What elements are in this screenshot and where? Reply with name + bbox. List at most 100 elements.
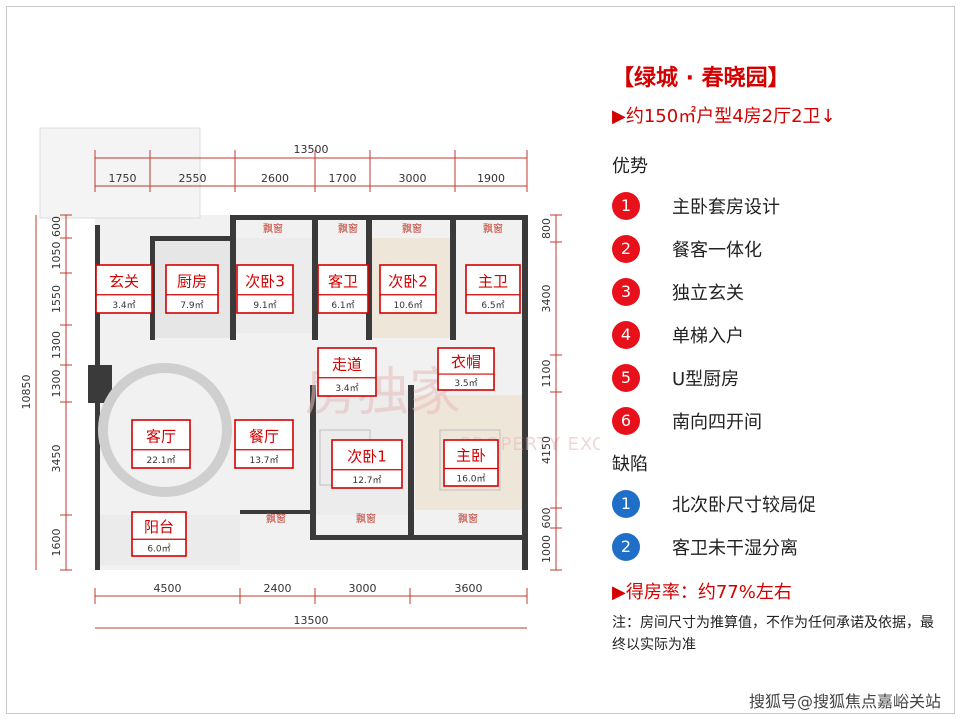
room-label-frame — [131, 511, 187, 557]
dimension-value: 1300 — [50, 370, 63, 398]
room-name: 餐厅 — [249, 428, 279, 446]
room-label-frame — [465, 264, 521, 314]
bay-window-label: 飘窗 — [266, 512, 286, 525]
defect-text: 北次卧尺寸较局促 — [672, 494, 816, 516]
defect-item: 2 客卫未干湿分离 — [612, 525, 952, 568]
room-label: 走道 3.4㎡ — [317, 347, 377, 397]
room-labels: 玄关3.4㎡厨房7.9㎡次卧39.1㎡客卫6.1㎡次卧210.6㎡主卫6.5㎡走… — [95, 264, 521, 557]
number-badge: 1 — [612, 191, 640, 220]
room-name: 次卧1 — [347, 448, 387, 466]
dimension-value: 1000 — [540, 535, 553, 563]
number-badge: 5 — [612, 363, 640, 392]
room-name: 客厅 — [146, 428, 176, 446]
wall — [310, 535, 528, 540]
defect-text: 客卫未干湿分离 — [672, 537, 798, 559]
room-name: 次卧2 — [388, 273, 428, 291]
number-badge: 3 — [612, 277, 640, 306]
room-name: 衣帽 — [451, 353, 481, 371]
dimension-value: 3000 — [349, 582, 377, 595]
room-label-frame — [234, 419, 294, 469]
room-area: 16.0㎡ — [456, 473, 485, 484]
room-label-frame — [131, 419, 191, 469]
room-area: 6.1㎡ — [331, 300, 354, 311]
number-badge: 2 — [612, 234, 640, 263]
number-badge: 2 — [612, 532, 640, 561]
room-name: 走道 — [332, 356, 362, 374]
room-area: 3.4㎡ — [335, 383, 358, 394]
wall — [450, 215, 456, 340]
room-name: 厨房 — [177, 273, 207, 291]
advantage-text: 单梯入户 — [672, 325, 744, 347]
room-name: 主卫 — [478, 273, 508, 291]
room-name: 玄关 — [109, 273, 139, 291]
room-area: 22.1㎡ — [146, 455, 175, 466]
page-subtitle: ▶约150㎡户型4房2厅2卫↓ — [612, 106, 836, 127]
dimension-total: 13500 — [294, 143, 329, 156]
advantage-text: 独立玄关 — [672, 282, 744, 304]
advantage-text: 南向四开间 — [672, 411, 762, 433]
bay-window-label: 飘窗 — [338, 222, 358, 235]
dimension-value: 1700 — [329, 172, 357, 185]
room-area: 3.5㎡ — [454, 378, 477, 389]
wall — [366, 215, 372, 340]
floor-plan: 房独家 PROPERTY EXCLUSIVE 13500175025502600… — [20, 127, 600, 629]
advantage-item: 2 餐客一体化 — [612, 227, 952, 270]
disclaimer-note: 注：房间尺寸为推算值，不作为任何承诺及依据，最终以实际为准 — [612, 615, 934, 653]
room-label: 主卧 16.0㎡ — [443, 439, 499, 487]
room-label: 阳台 6.0㎡ — [131, 511, 187, 557]
defect-item: 1 北次卧尺寸较局促 — [612, 482, 952, 525]
advantage-text: 餐客一体化 — [672, 239, 762, 261]
room-area: 13.7㎡ — [249, 455, 278, 466]
bay-window-label: 飘窗 — [458, 512, 478, 525]
advantage-text: 主卧套房设计 — [672, 196, 780, 218]
room-label: 玄关3.4㎡ — [95, 264, 153, 314]
advantage-text: U型厨房 — [672, 368, 740, 390]
dimension-value: 1600 — [50, 529, 63, 557]
dimension-total: 10850 — [20, 375, 33, 410]
advantage-item: 6 南向四开间 — [612, 399, 952, 442]
wall — [230, 215, 236, 340]
advantage-item: 3 独立玄关 — [612, 270, 952, 313]
dimension-value: 3450 — [50, 445, 63, 473]
wall — [150, 236, 235, 241]
room-name: 客卫 — [328, 273, 358, 291]
window-labels: 飘窗飘窗飘窗飘窗飘窗飘窗飘窗 — [263, 222, 503, 525]
dimension-value: 4150 — [540, 436, 553, 464]
bay-window-label: 飘窗 — [356, 512, 376, 525]
number-badge: 1 — [612, 489, 640, 518]
dimension-value: 1550 — [50, 285, 63, 313]
dimension-value: 1900 — [477, 172, 505, 185]
room-label: 客厅 22.1㎡ — [131, 419, 191, 469]
dimension-value: 1100 — [540, 360, 553, 388]
room-area: 7.9㎡ — [180, 300, 203, 311]
room-name: 阳台 — [144, 518, 174, 536]
advantage-item: 1 主卧套房设计 — [612, 184, 952, 227]
dimension-value: 1300 — [50, 331, 63, 359]
room-label-frame — [317, 347, 377, 397]
room-label-frame — [165, 264, 219, 314]
room-area: 9.1㎡ — [253, 300, 276, 311]
bay-window-label: 飘窗 — [263, 222, 283, 235]
page-frame — [6, 6, 955, 714]
room-area: 6.0㎡ — [147, 544, 170, 555]
room-label: 餐厅 13.7㎡ — [234, 419, 294, 469]
room-label-frame — [437, 347, 495, 391]
dimension-value: 2400 — [264, 582, 292, 595]
room-label: 主卫6.5㎡ — [465, 264, 521, 314]
bay-window-label: 飘窗 — [483, 222, 503, 235]
page-title: 【绿城 · 春晓园】 — [612, 66, 790, 91]
wall — [408, 385, 414, 540]
source-credit: 搜狐号@搜狐焦点嘉峪关站 — [748, 692, 941, 711]
number-badge: 6 — [612, 406, 640, 435]
room-name: 主卧 — [456, 447, 486, 465]
room-label-frame — [379, 264, 437, 314]
dimension-value: 1050 — [50, 242, 63, 270]
dimension-value: 3600 — [455, 582, 483, 595]
